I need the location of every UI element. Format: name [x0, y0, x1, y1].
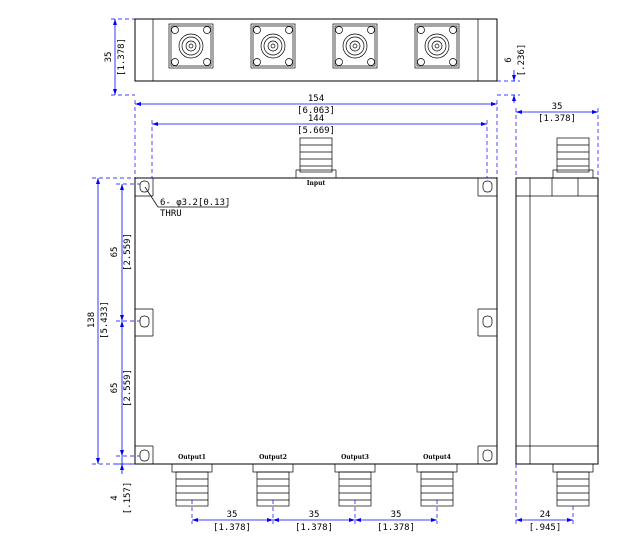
- top-connector-flange: [250, 23, 296, 69]
- dim-output-pitch: 35 [1.378] 35 [1.378] 35 [1.378]: [191, 500, 438, 533]
- mounting-hole: [139, 449, 150, 462]
- output-connector: [252, 463, 294, 507]
- mounting-hole: [482, 449, 493, 462]
- input-connector: [295, 137, 337, 179]
- top-view-body: [134, 18, 498, 82]
- top-connector-flange: [332, 23, 378, 69]
- dim-hole-pitch-mm: 144: [308, 114, 324, 124]
- dim-hole-spacing-2-inch: [2.559]: [123, 369, 133, 407]
- output-connector: [334, 463, 376, 507]
- dim-side-connector-inch: [.945]: [529, 523, 562, 533]
- dim-hole-spacing-2-mm: 65: [110, 383, 120, 394]
- dim-out-pitch-1-inch: [1.378]: [213, 523, 251, 533]
- side-output-connector: [552, 463, 594, 507]
- top-connector-flange: [168, 23, 214, 69]
- dim-overall-height-mm: 138: [87, 312, 97, 328]
- dim-hole-spacing: 65 [2.559] 65 [2.559]: [110, 183, 140, 457]
- dim-bottom-offset-inch: [.157]: [123, 482, 133, 515]
- dim-bottom-offset-mm: 4: [110, 495, 120, 500]
- output-label-4: Output4: [423, 454, 451, 461]
- dim-top-height: 35 [1.378]: [104, 18, 135, 96]
- side-input-connector: [552, 137, 594, 179]
- front-view: Input 6- φ3.2[0.13] THRU Output1 Output2…: [134, 137, 498, 507]
- hole-note-size: 6- φ3.2[0.13]: [160, 198, 230, 208]
- dim-side-connector: 24 [.945]: [515, 464, 574, 533]
- dim-top-flange: 6 [.236]: [497, 44, 527, 103]
- dim-out-pitch-2-mm: 35: [309, 510, 320, 520]
- dim-out-pitch-3-inch: [1.378]: [377, 523, 415, 533]
- top-connectors: [168, 23, 460, 69]
- mounting-hole: [139, 315, 150, 328]
- output-label-2: Output2: [259, 454, 287, 461]
- side-view: [515, 137, 599, 507]
- top-connector-flange: [414, 23, 460, 69]
- dim-hole-spacing-1-inch: [2.559]: [123, 233, 133, 271]
- dim-out-pitch-2-inch: [1.378]: [295, 523, 333, 533]
- output-label-3: Output3: [341, 454, 369, 461]
- output-connector: [416, 463, 458, 507]
- front-view-body: [134, 177, 498, 465]
- dim-hole-pitch-inch: [5.669]: [297, 126, 335, 136]
- dim-top-height-inch: [1.378]: [117, 38, 127, 76]
- dim-side-depth: 35 [1.378]: [515, 102, 599, 178]
- dim-hole-pitch: 144 [5.669]: [151, 114, 488, 178]
- dim-side-depth-mm: 35: [552, 102, 563, 112]
- hole-note-thru: THRU: [160, 209, 182, 219]
- output-connectors: [171, 463, 458, 507]
- input-label: Input: [307, 180, 326, 187]
- dim-overall-width: 154 [6.063]: [134, 94, 498, 178]
- dim-top-flange-mm: 6: [504, 57, 514, 62]
- output-label-1: Output1: [178, 454, 206, 461]
- dim-side-depth-inch: [1.378]: [538, 114, 576, 124]
- dim-out-pitch-3-mm: 35: [391, 510, 402, 520]
- dim-overall-width-inch: [6.063]: [297, 106, 335, 116]
- dim-overall-height-inch: [5.433]: [100, 301, 110, 339]
- dim-overall-width-mm: 154: [308, 94, 324, 104]
- dim-bottom-offset: 4 [.157]: [110, 456, 135, 514]
- dim-top-height-mm: 35: [104, 52, 114, 63]
- side-view-body: [515, 177, 599, 465]
- mounting-hole: [482, 180, 493, 193]
- mounting-hole: [482, 315, 493, 328]
- dim-hole-spacing-1-mm: 65: [110, 247, 120, 258]
- dim-side-connector-mm: 24: [540, 510, 551, 520]
- top-view: [134, 18, 498, 82]
- mounting-hole: [139, 180, 150, 193]
- output-connector: [171, 463, 213, 507]
- dim-out-pitch-1-mm: 35: [227, 510, 238, 520]
- dim-overall-height: 138 [5.433]: [87, 177, 135, 465]
- dim-top-flange-inch: [.236]: [517, 44, 527, 77]
